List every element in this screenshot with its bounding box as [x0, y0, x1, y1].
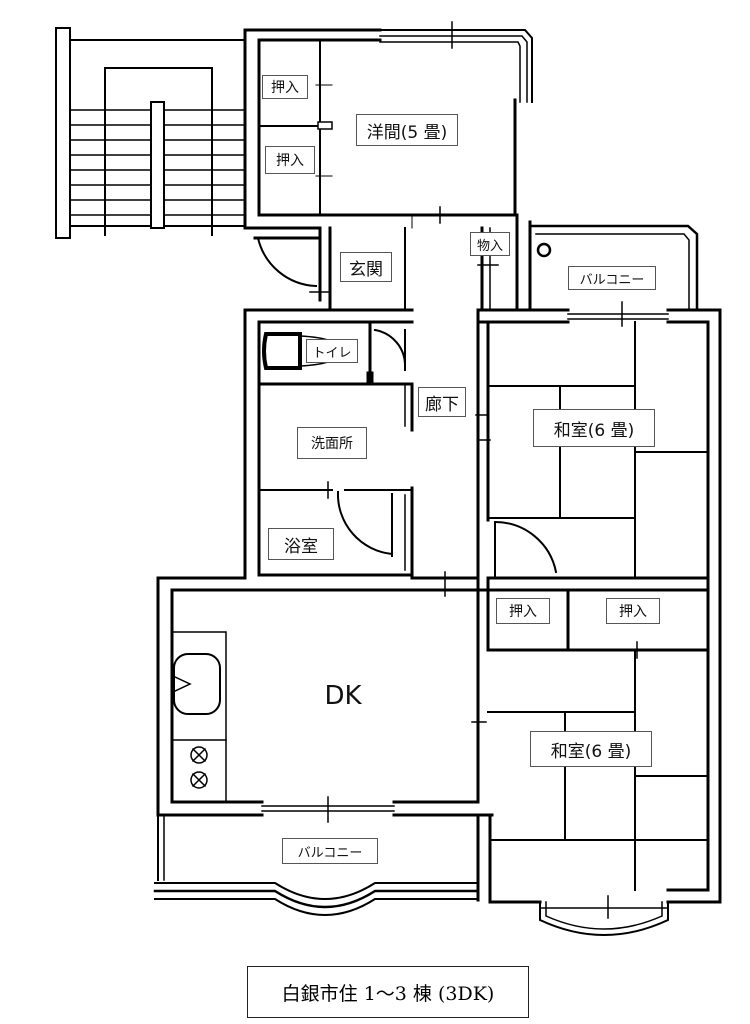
plan-caption: 白銀市住 1〜3 棟 (3DK): [247, 966, 529, 1018]
storage-walls: [477, 213, 532, 312]
east-balcony: [528, 224, 699, 327]
storage-label: 物入: [470, 232, 510, 256]
staircase: [55, 27, 246, 239]
east-balcony-label: バルコニー: [568, 266, 656, 290]
wet-area-walls: [156, 308, 487, 817]
dining-kitchen-label: DK: [324, 681, 362, 711]
closet-label-3: 押入: [496, 598, 550, 624]
bathroom-label: 浴室: [268, 528, 334, 560]
south-balcony-label: バルコニー: [282, 838, 378, 864]
entrance-door: [253, 236, 331, 293]
toilet-label: トイレ: [306, 339, 358, 363]
japanese-room-1-label: 和室(6 畳): [533, 409, 655, 447]
washroom-label: 洗面所: [297, 427, 367, 459]
closet-label-1: 押入: [262, 75, 308, 99]
japanese-room-2-label: 和室(6 畳): [530, 731, 652, 767]
south-balcony: [153, 813, 480, 916]
dk-walls: [156, 571, 494, 823]
closet-label-4: 押入: [606, 598, 660, 624]
closet-label-2: 押入: [265, 146, 315, 174]
western-room-walls: [243, 21, 533, 312]
corridor-label: 廊下: [418, 387, 466, 417]
entrance-label: 玄関: [340, 252, 392, 282]
japanese-rooms-walls: [476, 308, 722, 936]
western-room-label: 洋間(5 畳): [356, 114, 458, 146]
